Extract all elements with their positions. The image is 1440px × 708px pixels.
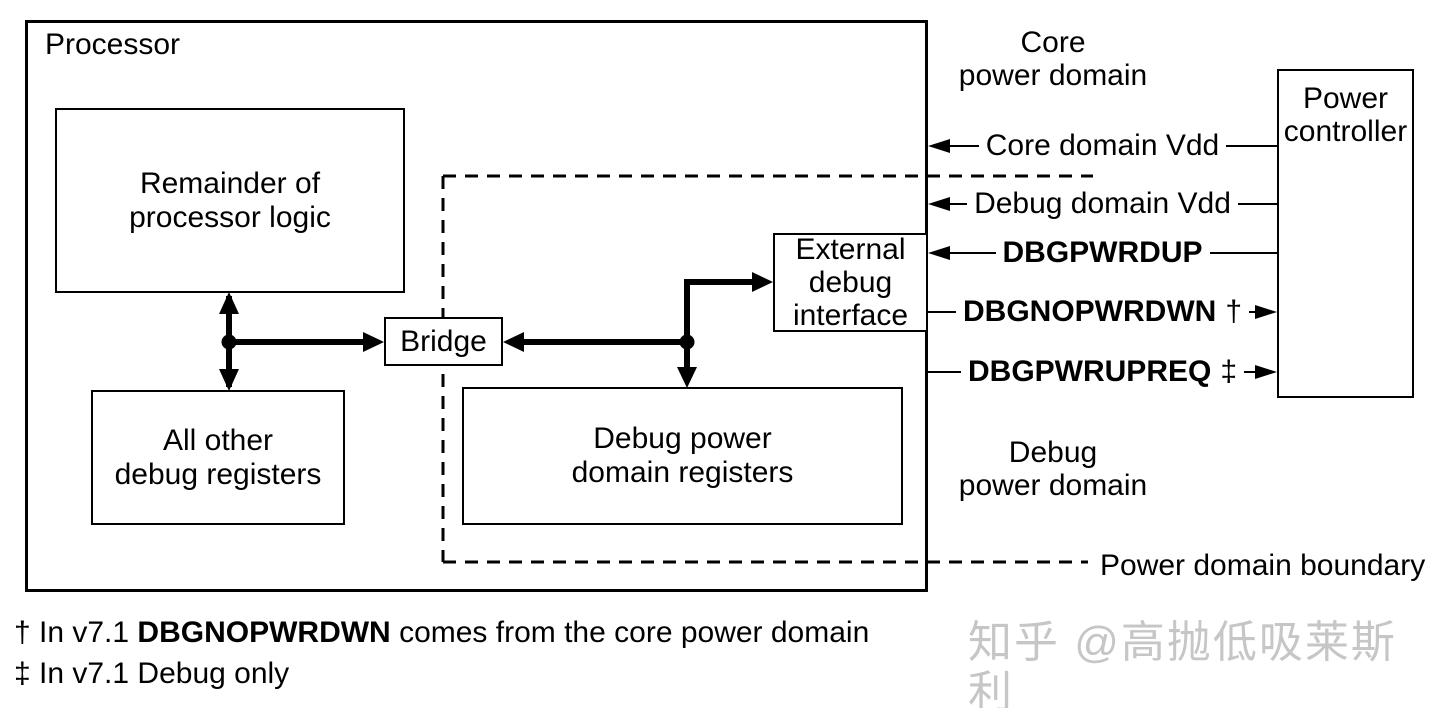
core-vdd-arrow-left-icon — [928, 139, 950, 153]
remainder-of-processor-logic-box: Remainder of processor logic — [55, 108, 405, 293]
bus-arrow-into-external-debug-icon — [752, 272, 773, 292]
signal-core-domain-vdd: Core domain Vdd — [928, 129, 1277, 163]
bus-junction-dot-right — [679, 334, 695, 350]
bridge-box: Bridge — [384, 317, 503, 366]
bus-arrow-down-icon — [219, 369, 239, 391]
power-domain-boundary-dashed-line — [441, 174, 1093, 564]
bus-arrow-up-icon — [219, 292, 239, 314]
dbgnopwrdwn-arrow-right-icon — [1255, 305, 1277, 319]
footnote-dagger-suffix: comes from the core power domain — [390, 616, 870, 649]
core-power-domain-label: Core power domain — [958, 26, 1148, 92]
debug-power-domain-registers-label: Debug power domain registers — [571, 422, 794, 489]
debug-vdd-arrow-left-icon — [928, 197, 950, 211]
signal-dbgnopwrdwn: DBGNOPWRDWN† — [928, 295, 1277, 329]
footnote-dagger: † In v7.1 DBGNOPWRDWN comes from the cor… — [14, 616, 869, 650]
processor-label: Processor — [45, 28, 181, 61]
bridge-label: Bridge — [400, 324, 487, 358]
debug-power-domain-label: Debug power domain — [958, 436, 1148, 502]
bus-arrow-into-bridge-right-icon — [503, 332, 524, 352]
external-debug-interface-box: External debug interface — [773, 233, 928, 332]
bus-junction-dot-left — [221, 334, 237, 350]
zhihu-watermark: 知乎 @高抛低吸莱斯利 — [968, 618, 1397, 708]
all-other-debug-registers-label: All other debug registers — [114, 423, 322, 491]
power-domain-boundary-label: Power domain boundary — [1100, 549, 1426, 582]
power-controller-box: Power controller — [1277, 69, 1414, 398]
all-other-debug-registers-box: All other debug registers — [91, 390, 345, 525]
footnote-double-dagger-text: ‡ In v7.1 Debug only — [14, 657, 290, 690]
footnote-dagger-prefix: † In v7.1 — [14, 616, 138, 649]
signal-dbgpwrupreq: DBGPWRUPREQ‡ — [928, 355, 1277, 389]
signal-arrowheads — [928, 139, 1277, 379]
signal-dbgnopwrdwn-label: DBGNOPWRDWN† — [956, 295, 1249, 329]
signal-debug-domain-vdd-label: Debug domain Vdd — [967, 187, 1238, 221]
signal-dbgpwrdup-label: DBGPWRDUP — [995, 236, 1210, 270]
remainder-label: Remainder of processor logic — [129, 166, 331, 234]
bus-arrow-into-bridge-left-icon — [363, 332, 384, 352]
signal-dbgpwrupreq-label: DBGPWRUPREQ‡ — [960, 355, 1245, 389]
bus-arrowheads — [219, 272, 773, 391]
signal-dbgpwrdup: DBGPWRDUP — [928, 236, 1277, 270]
external-debug-interface-label: External debug interface — [792, 233, 909, 332]
dbgpwrdup-arrow-left-icon — [928, 246, 950, 260]
signal-core-domain-vdd-label: Core domain Vdd — [978, 129, 1227, 163]
power-controller-label: Power controller — [1283, 82, 1408, 148]
footnote-double-dagger: ‡ In v7.1 Debug only — [14, 657, 289, 691]
signal-debug-domain-vdd: Debug domain Vdd — [928, 187, 1277, 221]
dbgpwrupreq-arrow-right-icon — [1255, 365, 1277, 379]
footnote-dagger-term: DBGNOPWRDWN — [137, 616, 391, 649]
bus-arrow-into-debug-registers-icon — [677, 367, 697, 388]
debug-power-domain-registers-box: Debug power domain registers — [462, 387, 903, 525]
